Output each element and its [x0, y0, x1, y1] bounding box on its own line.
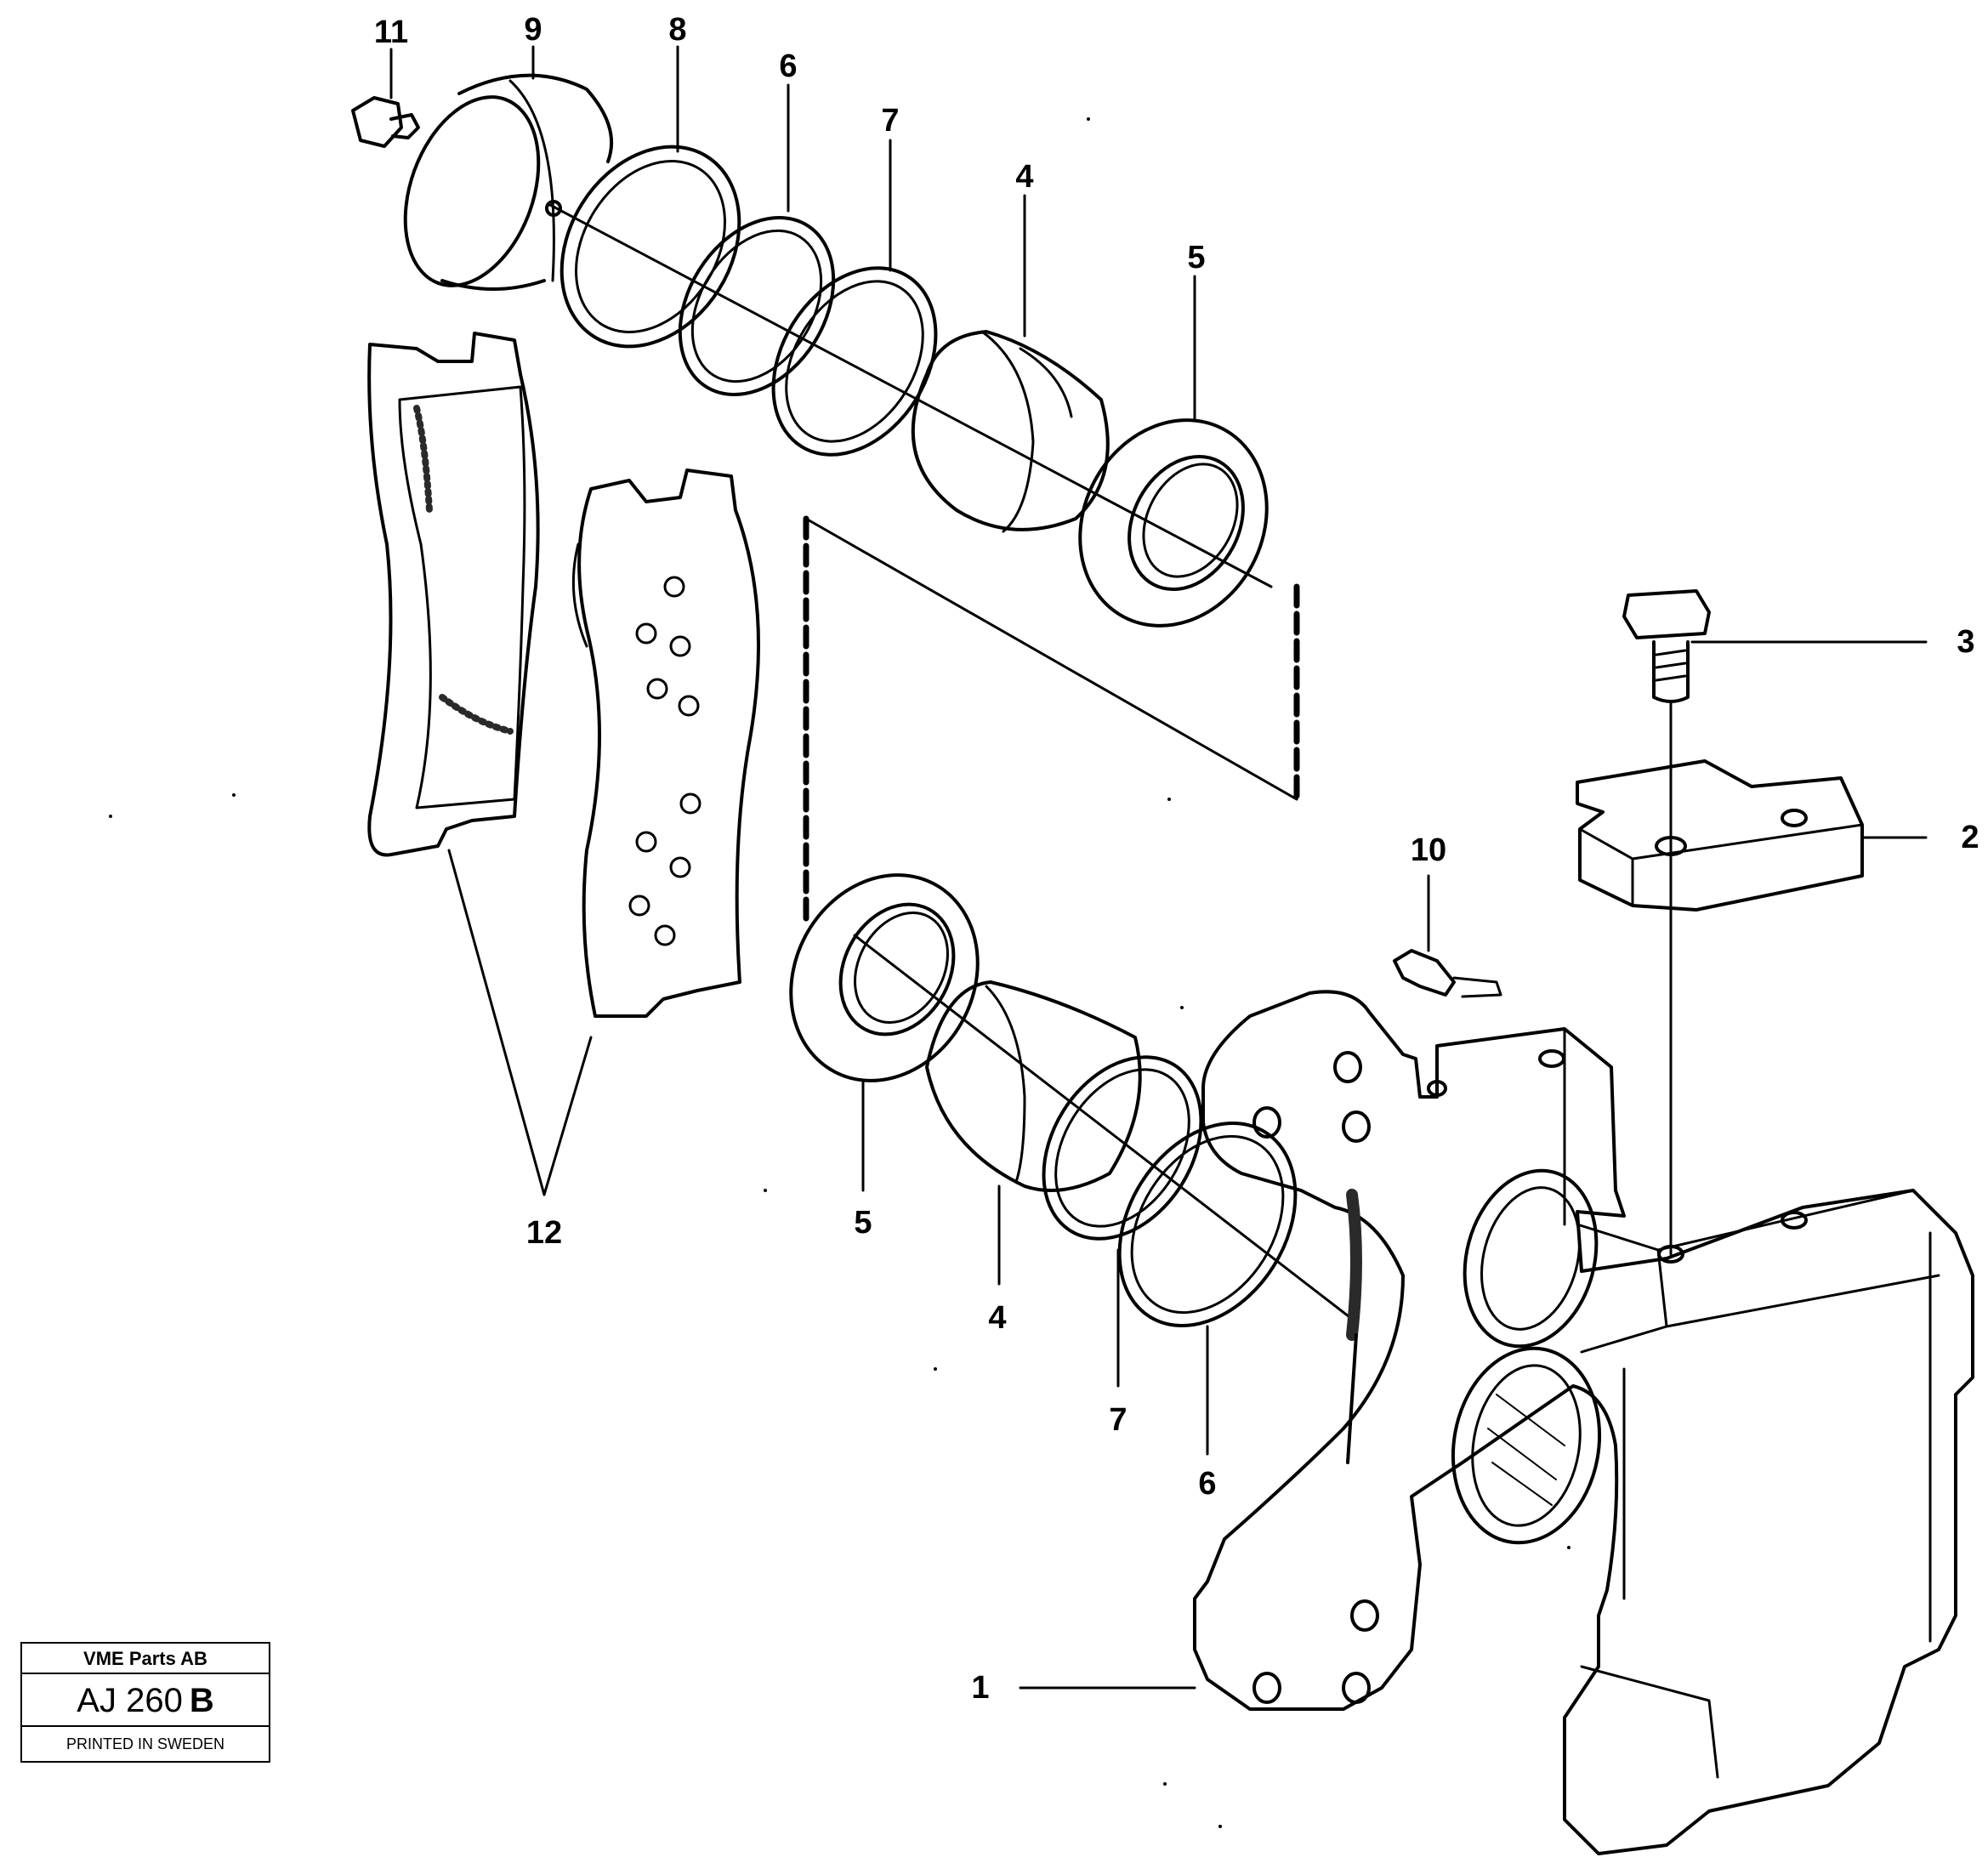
center-lines — [547, 202, 1673, 1324]
callout-6: 6 — [779, 48, 798, 84]
callout-2: 2 — [1961, 820, 1979, 855]
callout-9: 9 — [524, 12, 542, 48]
callout-5-lower: 5 — [854, 1205, 872, 1241]
drawing-revision: B — [189, 1682, 214, 1719]
piston-part-4-upper — [911, 330, 1110, 533]
callout-7-lower: 7 — [1109, 1402, 1127, 1438]
bolt-part-3 — [1622, 589, 1711, 703]
callout-11: 11 — [373, 14, 409, 50]
callout-6-lower: 6 — [1198, 1466, 1217, 1502]
callout-4: 4 — [1015, 159, 1034, 195]
scan-specks — [109, 117, 1571, 1828]
callout-7: 7 — [881, 103, 900, 139]
plug-screw-part-11 — [351, 96, 420, 148]
seal-ring-part-7-upper — [771, 266, 938, 457]
callout-10: 10 — [1410, 832, 1447, 868]
dust-boot-part-5-upper — [1078, 418, 1269, 628]
callout-1: 1 — [971, 1670, 990, 1706]
printed-note: PRINTED IN SWEDEN — [65, 1735, 224, 1752]
company-name: VME Parts AB — [22, 1644, 269, 1674]
seal-ring-part-6-lower — [1117, 1122, 1298, 1327]
pad-holes — [628, 576, 701, 946]
retaining-plate-part-2 — [1576, 759, 1864, 912]
drawing-number: AJ 260 — [77, 1682, 183, 1719]
cover-part-9 — [403, 73, 614, 291]
callout-5: 5 — [1187, 240, 1206, 275]
brake-pad-part-12-left — [367, 332, 540, 857]
dust-boot-part-5-lower — [789, 873, 980, 1082]
bleeder-nipple-part-10 — [1393, 949, 1502, 998]
caliper-housing-part-1 — [1193, 990, 1974, 1855]
callout-4-lower: 4 — [988, 1300, 1007, 1336]
piston-part-4-lower — [925, 980, 1142, 1192]
callout-12: 12 — [525, 1215, 563, 1251]
seal-ring-part-6-upper — [678, 215, 836, 397]
seal-ring-part-7-lower — [1042, 1055, 1203, 1241]
callout-3: 3 — [1957, 624, 1975, 660]
callout-8: 8 — [668, 12, 687, 48]
brake-pad-part-12-right — [571, 469, 760, 1018]
assembly-connector-box — [803, 515, 1300, 926]
leader-lines — [389, 45, 1928, 1690]
